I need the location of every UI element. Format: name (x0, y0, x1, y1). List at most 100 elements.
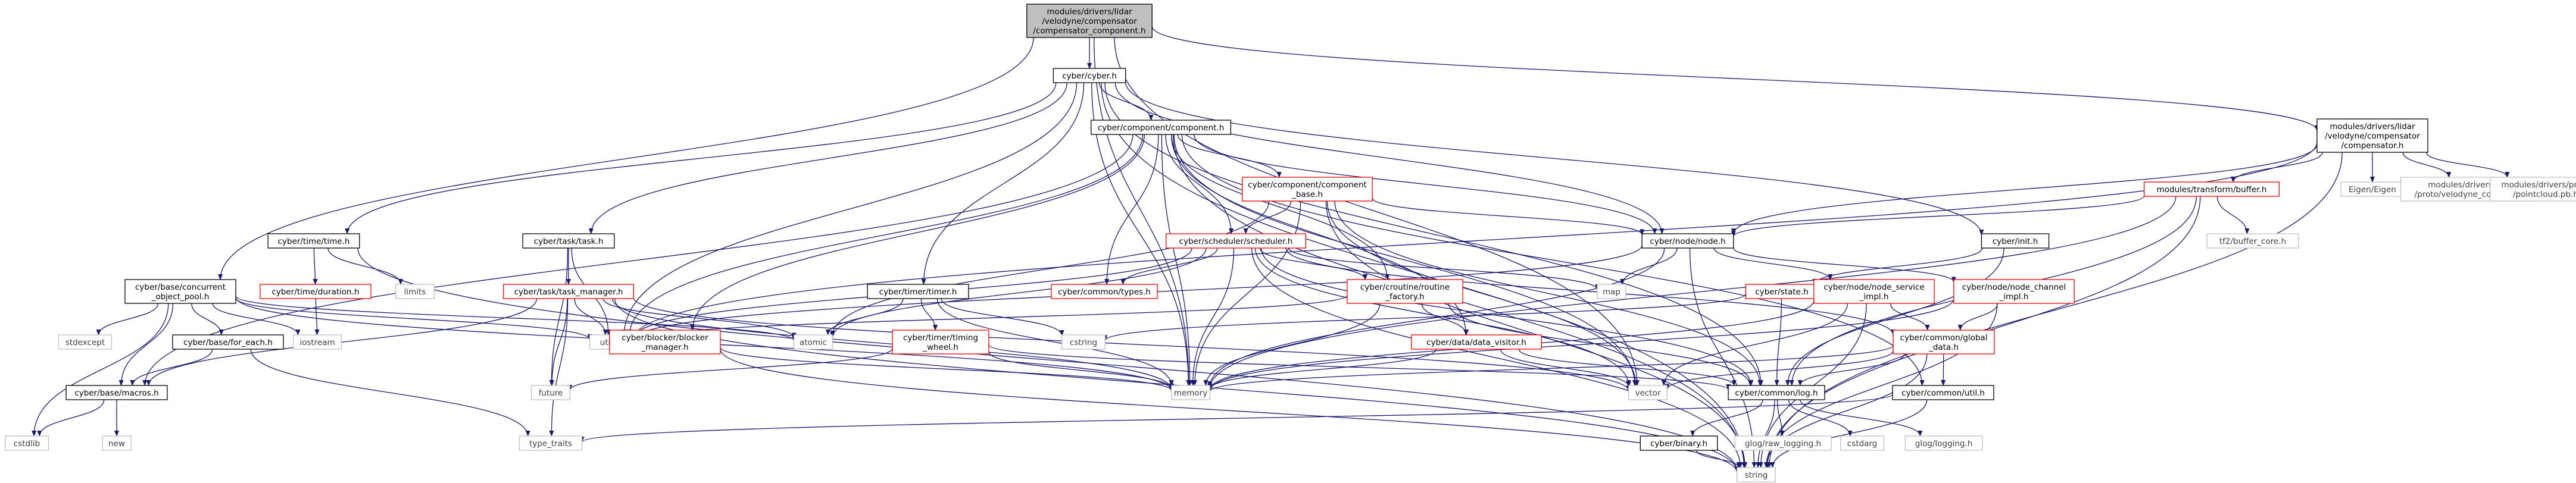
node-label: tf2/buffer_core.h (2219, 237, 2286, 246)
node-box (1061, 334, 1106, 350)
node-time-h[interactable]: cyber/time/time.h (267, 233, 360, 249)
node-atomic: atomic (794, 334, 833, 350)
node-box (794, 334, 833, 350)
node-label: cyber/time/time.h (278, 237, 350, 246)
edge-component-base-to-node-h (1372, 197, 1645, 236)
edge-data-visitor-to-common-log (1518, 349, 1737, 386)
node-task-manager[interactable]: cyber/task/task_manager.h (503, 284, 634, 299)
edge-data-visitor-to-memory (1207, 349, 1437, 390)
edge-component-to-vector (1173, 134, 1637, 386)
node-common-log[interactable]: cyber/common/log.h (1728, 385, 1825, 400)
node-node-service-impl[interactable]: cyber/node/node_service_impl.h (1813, 279, 1935, 304)
node-label: /compensator_component.h (1033, 26, 1145, 36)
node-concurrent-pool[interactable]: cyber/base/concurrent_object_pool.h (124, 279, 236, 304)
edge-cyber-h-to-time-h (345, 82, 1057, 234)
node-new: new (102, 435, 132, 451)
node-cyber-h[interactable]: cyber/cyber.h (1053, 68, 1126, 83)
edge-routine-factory-to-utility (630, 294, 1348, 341)
edge-root-to-memory (1093, 37, 1191, 386)
node-box (1737, 467, 1776, 482)
node-box (503, 284, 634, 299)
node-label: modules/drivers/lidar (1047, 7, 1132, 17)
node-box (531, 385, 570, 400)
node-box (58, 334, 113, 350)
node-global-data[interactable]: cyber/common/global_data.h (1893, 330, 1995, 355)
node-box (1953, 279, 2075, 304)
node-label: glog/logging.h (1915, 439, 1973, 448)
edge-node-service-impl-to-vector (1661, 303, 1848, 386)
node-label: string (1745, 471, 1768, 480)
node-label: /compensator.h (2341, 141, 2404, 150)
node-component-base[interactable]: cyber/component/component_base.h (1242, 177, 1373, 202)
node-root[interactable]: modules/drivers/lidar/velodyne/compensat… (1026, 4, 1153, 38)
edge-cyber-h-to-init-h (1125, 81, 1984, 236)
edge-component-base-to-string (1325, 200, 1748, 468)
edge-cyber-h-to-memory (1091, 82, 1191, 386)
node-label: _impl.h (1999, 292, 2029, 302)
node-node-h[interactable]: cyber/node/node.h (1641, 233, 1734, 249)
edge-cyber-h-to-utility (622, 82, 1078, 335)
node-box (124, 279, 236, 304)
edge-node-channel-impl-to-memory (1207, 299, 1954, 391)
node-string: string (1737, 467, 1776, 482)
edge-concurrent-pool-to-cstdlib (32, 303, 169, 437)
node-macros[interactable]: cyber/base/macros.h (65, 385, 168, 400)
node-blocker-manager[interactable]: cyber/blocker/blocker_manager.h (609, 330, 721, 355)
node-label: Eigen/Eigen (2349, 185, 2396, 195)
node-memory: memory (1171, 385, 1210, 400)
node-timer-h[interactable]: cyber/timer/timer.h (867, 284, 969, 299)
node-label: iostream (299, 338, 335, 347)
edge-component-to-scheduler (1165, 134, 1234, 234)
edge-common-log-to-string (1755, 399, 1775, 468)
node-box (1166, 233, 1307, 249)
node-box (2206, 233, 2299, 249)
node-stdexcept: stdexcept (58, 334, 113, 350)
node-init-h[interactable]: cyber/init.h (1981, 233, 2050, 249)
node-common-types[interactable]: cyber/common/types.h (1051, 284, 1158, 299)
node-box (1242, 177, 1373, 202)
node-binary[interactable]: cyber/binary.h (1640, 435, 1718, 451)
node-box (260, 284, 371, 299)
edge-routine-factory-to-data-visitor (1421, 303, 1469, 335)
node-label: cyber/init.h (1993, 237, 2038, 246)
node-box (102, 435, 132, 451)
node-label: cyber/component/component.h (1098, 123, 1225, 133)
node-timing-wheel[interactable]: cyber/timer/timing_wheel.h (892, 330, 989, 355)
node-routine-factory[interactable]: cyber/croutine/routine_factory.h (1347, 279, 1463, 304)
node-box (2144, 181, 2280, 197)
edge-init-h-to-state-h (1812, 247, 1983, 285)
node-cstdlib: cstdlib (4, 435, 49, 451)
node-duration[interactable]: cyber/time/duration.h (260, 284, 371, 299)
node-eigen: Eigen/Eigen (2340, 181, 2405, 197)
edge-scheduler-to-common-log (1261, 247, 1754, 386)
node-task-h[interactable]: cyber/task/task.h (522, 233, 615, 249)
edge-component-to-routine-factory (1171, 134, 1390, 280)
node-for-each[interactable]: cyber/base/for_each.h (172, 334, 284, 350)
edge-scheduler-to-global-data (1285, 247, 1896, 335)
node-label: cyber/cyber.h (1062, 71, 1117, 81)
edge-scheduler-to-routine-factory (1259, 247, 1368, 280)
node-box (395, 284, 435, 299)
edge-global-data-to-common-util (1941, 353, 1946, 386)
edge-component-to-memory (1161, 134, 1192, 386)
node-box (1628, 385, 1668, 400)
node-label: vector (1635, 388, 1661, 398)
node-glograw: glog/raw_logging.h (1734, 435, 1832, 451)
node-node-channel-impl[interactable]: cyber/node/node_channel_impl.h (1953, 279, 2075, 304)
node-transform-buffer[interactable]: modules/transform/buffer.h (2144, 181, 2280, 197)
node-label: cyber/common/types.h (1058, 287, 1151, 297)
node-label: cyber/node/node_channel (1962, 283, 2066, 292)
node-scheduler[interactable]: cyber/scheduler/scheduler.h (1166, 233, 1307, 249)
edge-concurrent-pool-to-stdexcept (96, 303, 159, 335)
node-mod-compensator[interactable]: modules/drivers/lidar/velodyne/compensat… (2316, 118, 2428, 153)
node-box (522, 233, 615, 249)
node-component[interactable]: cyber/component/component.h (1091, 120, 1232, 135)
edge-timing-wheel-to-memory (988, 352, 1174, 390)
node-common-util[interactable]: cyber/common/util.h (1892, 385, 1994, 400)
node-data-visitor[interactable]: cyber/data/data_visitor.h (1411, 334, 1542, 350)
node-label: _manager.h (641, 343, 688, 352)
edge-common-log-to-glogging (1800, 399, 1923, 437)
edge-root-to-concurrent-pool (218, 37, 1034, 280)
node-state-h[interactable]: cyber/state.h (1745, 284, 1819, 299)
node-type-traits: type_traits (519, 435, 583, 451)
